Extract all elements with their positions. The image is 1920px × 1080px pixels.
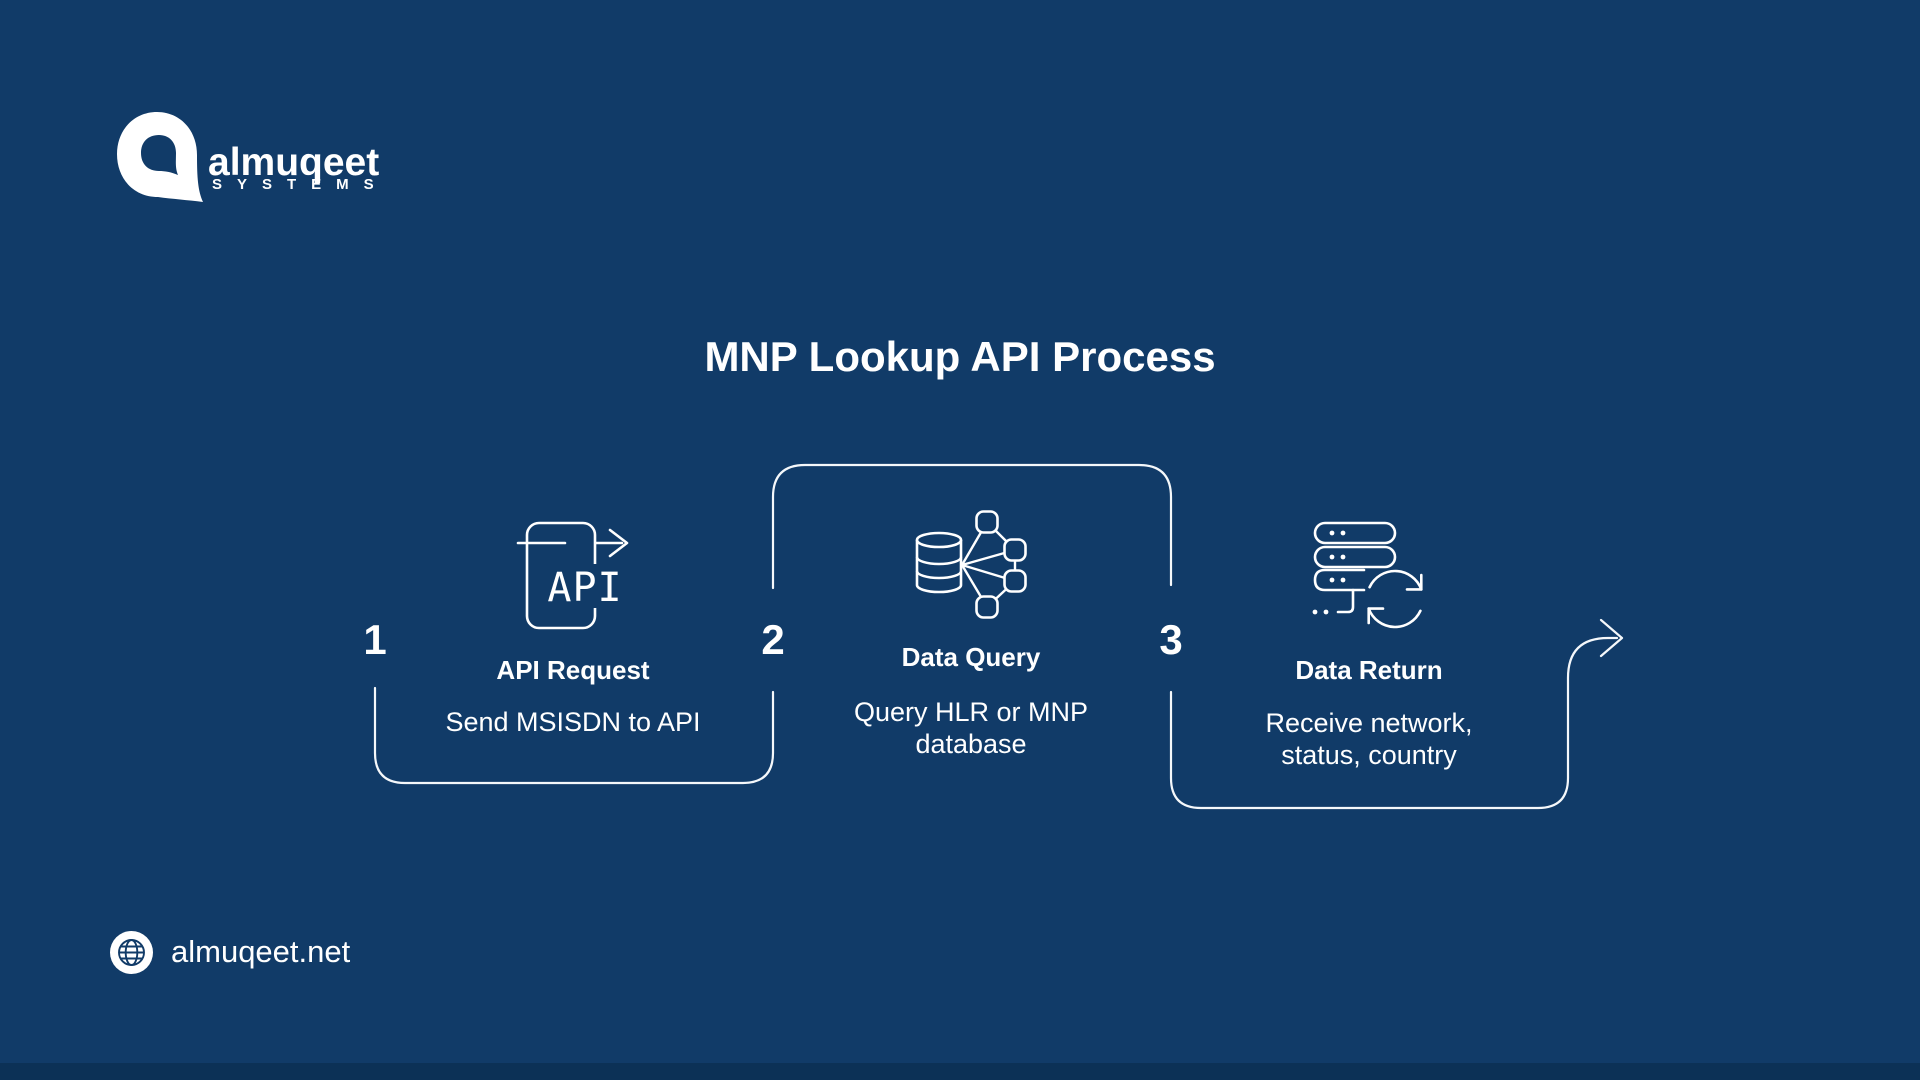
flow-segment-under-step1 xyxy=(373,686,775,785)
page-title: MNP Lookup API Process xyxy=(704,333,1216,380)
api-icon-label: API xyxy=(547,565,622,611)
step-2-description: Query HLR or MNP database xyxy=(853,697,1089,759)
step-3-title: Data Return xyxy=(1295,655,1443,685)
step-3-description: Receive network, status, country xyxy=(1265,708,1473,770)
step-number-3: 3 xyxy=(1159,616,1183,663)
database-network-icon xyxy=(915,510,1027,619)
server-sync-icon xyxy=(1312,521,1423,629)
logo-brand-text: almuqeet xyxy=(208,141,380,184)
step-number-2: 2 xyxy=(761,616,785,663)
flow-segment-under-step3 xyxy=(1169,636,1619,810)
step-2-block: Data Query Query HLR or MNP database xyxy=(821,641,1121,760)
almuqeet-logo-icon xyxy=(117,112,203,202)
flow-arrowhead-icon xyxy=(1599,618,1624,658)
step-number-1: 1 xyxy=(363,616,387,663)
step-2-title: Data Query xyxy=(901,642,1041,672)
api-document-arrow-icon: API xyxy=(516,521,630,630)
logo-tagline-text: SYSTEMS xyxy=(212,176,389,193)
globe-icon xyxy=(110,930,153,974)
website-text: almuqeet.net xyxy=(171,934,351,969)
footer: almuqeet.net xyxy=(110,929,350,975)
step-1-description: Send MSISDN to API xyxy=(445,707,701,737)
flow-segment-over-step2 xyxy=(771,463,1173,590)
step-3-block: Data Return Receive network, status, cou… xyxy=(1219,654,1519,771)
step-1-title: API Request xyxy=(496,655,650,685)
step-1-block: API Request Send MSISDN to API xyxy=(423,654,723,738)
bottom-strip xyxy=(0,1063,1920,1080)
